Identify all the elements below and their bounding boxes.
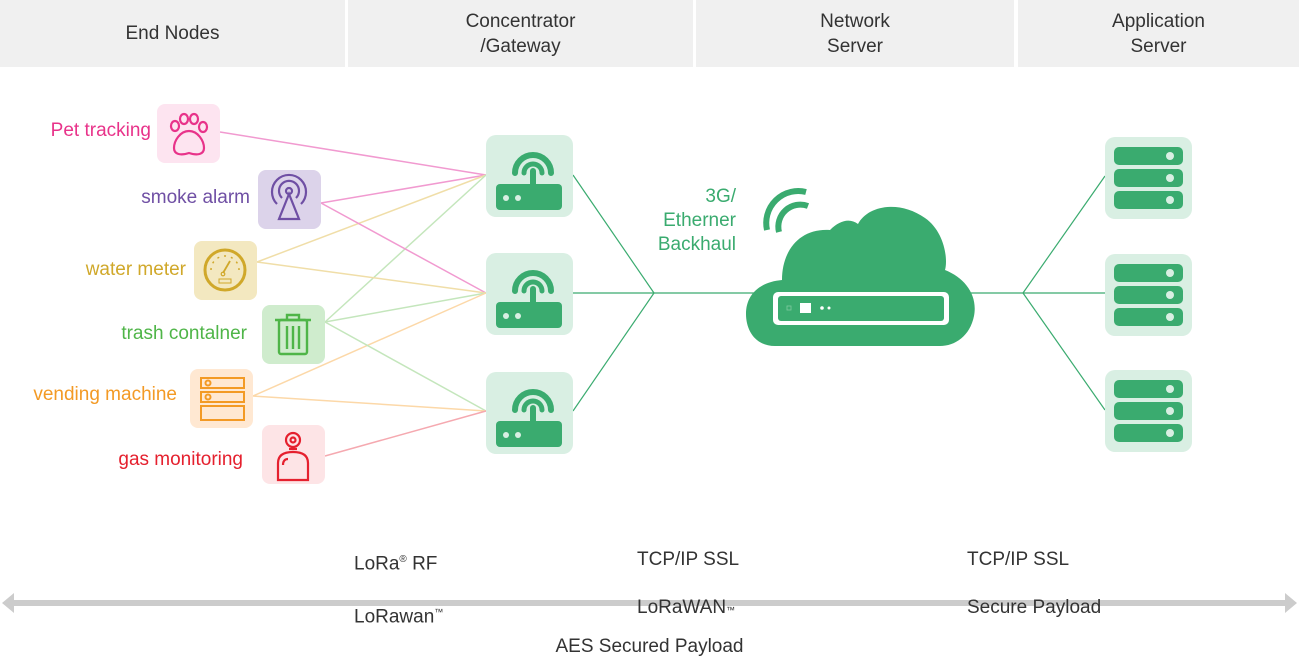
application-server-1[interactable] xyxy=(1105,137,1192,219)
connection-line xyxy=(256,261,487,294)
lora-text: LoRa xyxy=(354,553,400,575)
application-server-2[interactable] xyxy=(1105,254,1192,336)
rf-text: RF xyxy=(406,553,438,575)
label-pet-tracking: Pet tracking xyxy=(50,120,151,141)
aes-secured-payload-label: AES Secured Payload xyxy=(555,636,744,657)
gateway-1[interactable] xyxy=(486,135,573,217)
header-application-server: Application Server xyxy=(1018,0,1299,67)
app-lines xyxy=(970,175,1106,411)
app-line xyxy=(1022,175,1106,294)
end-node-trash-container[interactable] xyxy=(262,305,325,364)
end-node-pet-tracking[interactable] xyxy=(157,104,220,163)
vending-machine-icon xyxy=(200,377,245,421)
paw-icon xyxy=(169,112,209,156)
end-node-water-meter[interactable] xyxy=(194,241,257,300)
gas-cylinder-icon xyxy=(276,431,310,482)
backhaul-label: 3G/ Etherner Backhaul xyxy=(657,186,736,255)
broadcast-tower-icon xyxy=(270,173,308,221)
lorawan-text-2: LoRaWAN xyxy=(637,597,727,618)
server-rack-icon xyxy=(1114,147,1183,209)
router-icon xyxy=(496,152,562,210)
end-node-gas-monitoring[interactable] xyxy=(262,425,325,484)
application-server-3[interactable] xyxy=(1105,370,1192,452)
trademark-mark-2: ™ xyxy=(726,605,736,615)
protocol-lora-rf: LoRa® RF LoRawan™ xyxy=(354,524,443,654)
lorawan-text: LoRawan xyxy=(354,606,435,628)
connection-line xyxy=(320,174,487,204)
connection-lines xyxy=(219,131,487,457)
secure-payload-text: Secure Payload xyxy=(967,597,1102,618)
protocol-gateway-ns: TCP/IP SSL LoRaWAN™ xyxy=(637,524,739,646)
server-rack-icon xyxy=(1114,380,1183,442)
end-node-vending-machine[interactable] xyxy=(190,369,253,428)
label-gas-monitoring: gas monitoring xyxy=(118,449,243,470)
header-network-server: Network Server xyxy=(696,0,1014,67)
backhaul-line xyxy=(572,292,655,412)
trademark-mark: ™ xyxy=(434,607,444,618)
cloud-server-icon xyxy=(746,206,975,346)
wifi-signal-icon xyxy=(763,188,810,233)
trash-icon xyxy=(275,313,311,356)
connection-line xyxy=(324,321,487,412)
tcpip-ssl-text-2: TCP/IP SSL xyxy=(967,549,1070,570)
label-smoke-alarm: smoke alarm xyxy=(141,187,250,208)
lora-rf-line: LoRa® RF xyxy=(354,548,443,576)
label-water-meter: water meter xyxy=(85,259,186,280)
lorawan-line: LoRawan™ xyxy=(354,600,443,629)
label-trash-container: trash contalner xyxy=(121,323,247,344)
gateways xyxy=(486,135,573,454)
router-icon xyxy=(496,270,562,328)
connection-line xyxy=(252,292,487,397)
gateway-2[interactable] xyxy=(486,253,573,335)
label-vending-machine: vending machine xyxy=(33,384,177,405)
connection-line xyxy=(324,410,487,457)
server-rack-icon xyxy=(1114,264,1183,326)
protocol-ns-app: TCP/IP SSL Secure Payload xyxy=(967,524,1101,644)
connection-line xyxy=(320,202,487,294)
registered-mark: ® xyxy=(399,554,407,565)
connection-line xyxy=(256,174,487,263)
app-line xyxy=(1022,292,1106,411)
lorawan-line-2: LoRaWAN™ xyxy=(637,596,739,622)
network-server[interactable] xyxy=(746,188,975,346)
backhaul-line xyxy=(572,174,655,294)
aes-double-arrow xyxy=(2,593,1297,613)
connection-line xyxy=(324,292,487,323)
connection-line xyxy=(252,395,487,412)
gauge-icon xyxy=(203,248,247,292)
header-gateway: Concentrator /Gateway xyxy=(348,0,693,67)
backhaul-lines xyxy=(572,174,760,412)
header: End Nodes Concentrator /Gateway Network … xyxy=(0,0,1299,67)
connection-line xyxy=(219,131,487,176)
tcpip-ssl-text: TCP/IP SSL xyxy=(637,549,740,570)
router-icon xyxy=(496,389,562,447)
gateway-3[interactable] xyxy=(486,372,573,454)
application-servers xyxy=(1105,137,1192,452)
header-end-nodes: End Nodes xyxy=(0,0,345,67)
end-node-smoke-alarm[interactable] xyxy=(258,170,321,229)
